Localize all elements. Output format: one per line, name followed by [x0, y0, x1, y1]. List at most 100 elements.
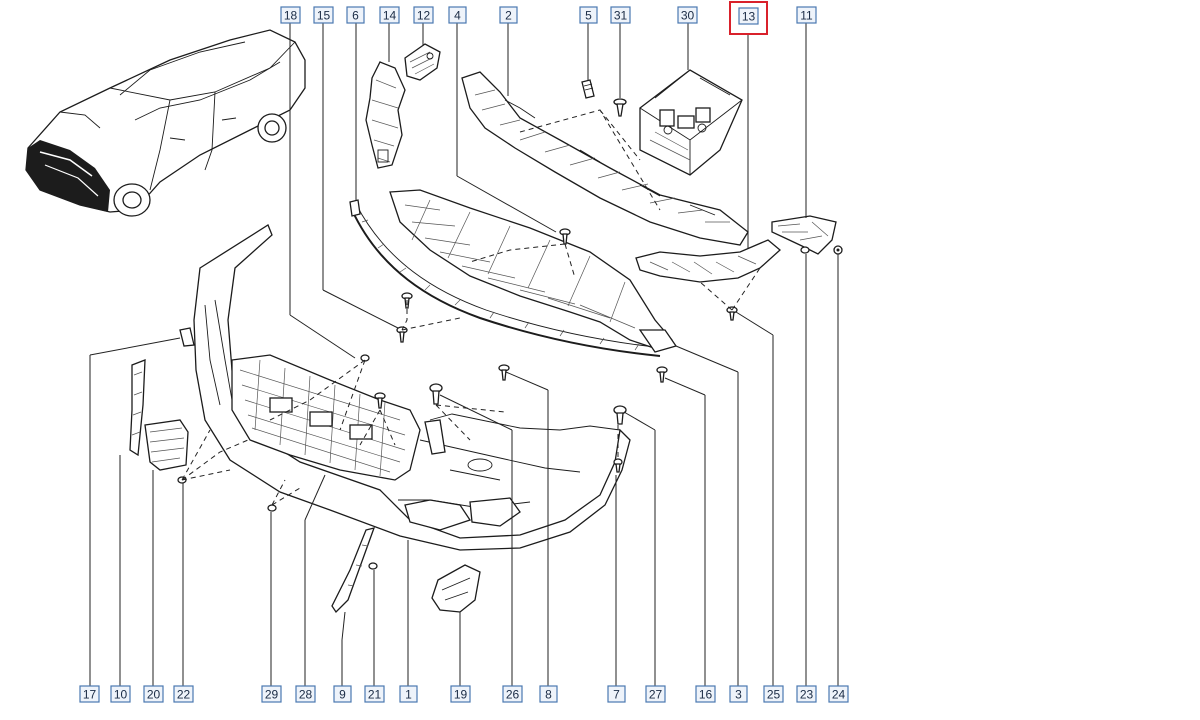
- callout-label: 27: [649, 688, 663, 702]
- bottom-callouts: 17 10 20 22 29 28 9 21 1 19 26 8 7 27 16…: [79, 685, 849, 703]
- callout-16[interactable]: 16: [695, 685, 716, 703]
- callout-18[interactable]: 18: [280, 6, 301, 24]
- callout-17[interactable]: 17: [79, 685, 100, 703]
- screw-icon: [498, 364, 510, 381]
- part-10-side-strip: [129, 359, 146, 457]
- part-31-screw: [613, 98, 627, 117]
- callout-27[interactable]: 27: [645, 685, 666, 703]
- leader-lines-bottom: [89, 254, 839, 686]
- part-13-bracket: [635, 239, 781, 283]
- callout-15[interactable]: 15: [313, 6, 334, 24]
- callout-23[interactable]: 23: [796, 685, 817, 703]
- screw-icon: [401, 292, 413, 309]
- nut-icon: [833, 245, 843, 255]
- callout-10[interactable]: 10: [110, 685, 131, 703]
- highlight-frame: [729, 1, 768, 35]
- callout-30[interactable]: 30: [677, 6, 698, 24]
- callout-29[interactable]: 29: [261, 685, 282, 703]
- callout-label: 6: [352, 9, 359, 23]
- callout-7[interactable]: 7: [607, 685, 626, 703]
- callout-label: 24: [832, 688, 846, 702]
- callout-label: 19: [454, 688, 468, 702]
- callout-12[interactable]: 12: [413, 6, 434, 24]
- callout-label: 22: [177, 688, 191, 702]
- callout-6[interactable]: 6: [346, 6, 365, 24]
- callout-label: 7: [613, 688, 620, 702]
- screw-icon: [613, 405, 627, 425]
- callout-label: 12: [417, 9, 431, 23]
- callout-label: 4: [454, 9, 461, 23]
- part-12-clip: [404, 43, 441, 81]
- callout-label: 25: [767, 688, 781, 702]
- callout-1[interactable]: 1: [399, 685, 418, 703]
- part-14-bracket: [365, 61, 406, 169]
- callout-4[interactable]: 4: [448, 6, 467, 24]
- part-9-lower-strip: [331, 527, 376, 614]
- screw-icon: [267, 504, 277, 512]
- callout-label: 18: [284, 9, 298, 23]
- callout-label: 16: [699, 688, 713, 702]
- callout-label: 3: [735, 688, 742, 702]
- callout-8[interactable]: 8: [539, 685, 558, 703]
- part-6-trim-strip: [349, 199, 665, 357]
- callout-19[interactable]: 19: [450, 685, 471, 703]
- callout-label: 21: [368, 688, 382, 702]
- screw-icon: [800, 246, 810, 254]
- callout-label: 5: [585, 9, 592, 23]
- screw-icon: [656, 366, 668, 383]
- screw-icon: [559, 228, 571, 245]
- screw-icon: [613, 458, 623, 473]
- callout-14[interactable]: 14: [379, 6, 400, 24]
- assembly-lines: [181, 109, 761, 506]
- callout-20[interactable]: 20: [143, 685, 164, 703]
- callout-24[interactable]: 24: [828, 685, 849, 703]
- screw-icon: [368, 562, 378, 570]
- callout-label: 13: [742, 10, 756, 24]
- callout-label: 14: [383, 9, 397, 23]
- leader-lines-top: [289, 23, 807, 359]
- callout-31[interactable]: 31: [610, 6, 631, 24]
- callout-3[interactable]: 3: [729, 685, 748, 703]
- top-callouts: 18 15 6 14 12 4 2 5: [280, 1, 817, 35]
- callout-label: 28: [299, 688, 313, 702]
- callout-label: 11: [800, 9, 813, 23]
- car-thumbnail: [25, 29, 306, 217]
- part-19-cover: [431, 564, 481, 613]
- callout-13-highlighted[interactable]: 13: [729, 1, 768, 35]
- callout-5[interactable]: 5: [579, 6, 598, 24]
- callout-label: 29: [265, 688, 279, 702]
- callout-28[interactable]: 28: [295, 685, 316, 703]
- callout-2[interactable]: 2: [499, 6, 518, 24]
- callout-label: 20: [147, 688, 161, 702]
- part-3-reinforcement: [231, 354, 421, 481]
- callout-25[interactable]: 25: [763, 685, 784, 703]
- part-11-bracket: [771, 215, 837, 255]
- callout-22[interactable]: 22: [173, 685, 194, 703]
- callout-label: 10: [114, 688, 128, 702]
- callout-label: 31: [614, 9, 628, 23]
- callout-label: 30: [681, 9, 695, 23]
- callout-label: 23: [800, 688, 814, 702]
- part-20-grille-insert: [144, 419, 189, 471]
- callout-label: 2: [505, 9, 512, 23]
- callout-9[interactable]: 9: [333, 685, 352, 703]
- callout-label: 15: [317, 9, 331, 23]
- callout-label: 9: [339, 688, 346, 702]
- part-4-undertray: [389, 189, 678, 353]
- part-5-stud: [581, 79, 595, 99]
- callout-label: 8: [545, 688, 552, 702]
- screw-icon: [429, 383, 443, 405]
- callout-label: 26: [506, 688, 520, 702]
- callout-26[interactable]: 26: [502, 685, 523, 703]
- screw-icon: [726, 306, 738, 321]
- part-17-clip: [179, 327, 195, 347]
- part-2-absorber: [461, 71, 749, 246]
- screw-icon: [374, 392, 386, 409]
- part-30-kit-box: [639, 69, 743, 176]
- callout-label: 17: [83, 688, 97, 702]
- callout-21[interactable]: 21: [364, 685, 385, 703]
- callout-label: 1: [405, 688, 412, 702]
- callout-11[interactable]: 11: [796, 6, 817, 24]
